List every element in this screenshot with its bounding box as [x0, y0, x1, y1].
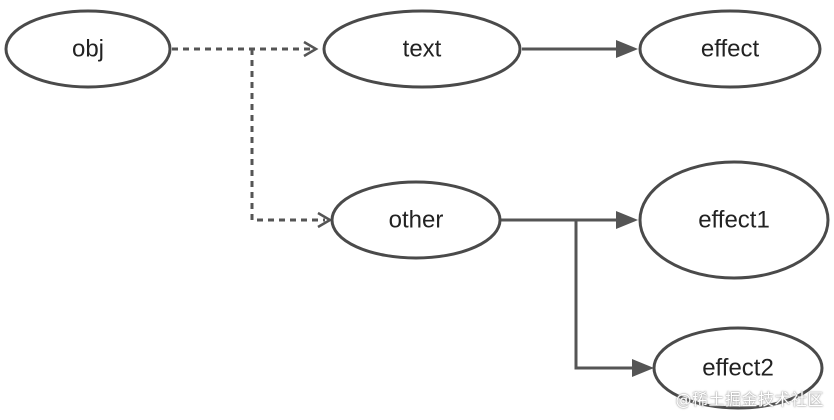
node-text: text: [322, 9, 522, 89]
arrow-head-obj-to-other: [317, 211, 333, 229]
edge-other-to-effect2: [574, 220, 636, 370]
node-effect1-label: effect1: [698, 207, 770, 234]
edge-obj-to-other: [250, 49, 325, 222]
node-effect: effect: [638, 9, 822, 89]
node-effect2-label: effect2: [702, 355, 774, 382]
node-effect1: effect1: [638, 160, 830, 280]
arrow-head-other-to-effect1: [616, 211, 638, 229]
watermark: @稀土掘金技术社区: [675, 390, 824, 409]
arrow-head-other-to-effect2: [632, 359, 654, 377]
arrow-head-obj-to-text: [303, 40, 319, 58]
node-effect2: effect2: [652, 326, 824, 410]
node-effect-label: effect: [701, 36, 760, 63]
arrow-head-text-to-effect: [616, 40, 638, 58]
node-other-label: other: [389, 207, 444, 234]
node-other: other: [330, 180, 502, 260]
node-text-label: text: [403, 36, 442, 63]
node-obj-label: obj: [72, 36, 104, 63]
node-obj: obj: [4, 9, 172, 89]
